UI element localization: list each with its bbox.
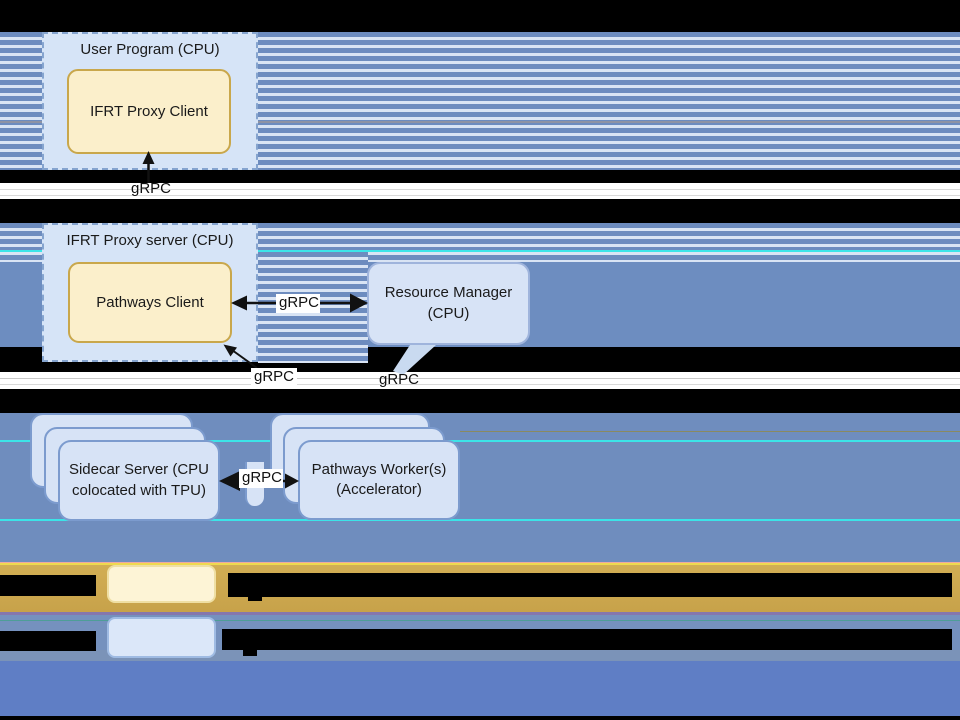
- grpc-label-sidecar-workers: gRPC: [239, 469, 283, 488]
- bg-hairline: [0, 189, 960, 190]
- pathways-workers-box: Pathways Worker(s) (Accelerator): [298, 440, 460, 520]
- grpc-label-rm: gRPC: [378, 371, 419, 388]
- bg-band-white-2: [0, 372, 960, 389]
- bg-teal-line: [0, 620, 960, 621]
- ifrt-proxy-client-label: IFRT Proxy Client: [90, 103, 208, 120]
- bg-band-gray-blue: [0, 650, 960, 661]
- pathways-client-label: Pathways Client: [96, 294, 204, 311]
- grpc-label-proxy-client: gRPC: [130, 180, 171, 197]
- ifrt-proxy-client-box: IFRT Proxy Client: [67, 69, 231, 154]
- user-program-title: User Program (CPU): [80, 41, 220, 58]
- bg-purple-line: [0, 612, 960, 615]
- redacted-text-bar: [0, 575, 96, 596]
- bg-gray-line: [0, 121, 960, 123]
- legend-swatch-blue: [107, 617, 216, 658]
- sidecar-server-label: Sidecar Server (CPU colocated with TPU): [68, 461, 210, 499]
- pathways-workers-label: Pathways Worker(s) (Accelerator): [311, 460, 447, 498]
- legend-swatch-yellow: [107, 565, 216, 603]
- bg-hairline: [0, 384, 960, 385]
- bg-band-black-3: [0, 199, 960, 223]
- redacted-text-bar: [248, 597, 262, 601]
- bg-cyan-artifact-line: [0, 440, 960, 442]
- bg-pink-line: [0, 562, 960, 563]
- bg-band-black-2: [0, 170, 960, 183]
- pathways-client-box: Pathways Client: [68, 262, 232, 343]
- bg-hairline: [0, 378, 960, 379]
- ifrt-proxy-server-title: IFRT Proxy server (CPU): [66, 232, 234, 249]
- redacted-text-bar: [222, 629, 952, 650]
- bg-band-top-black: [0, 0, 960, 32]
- grpc-label-proxy-server: gRPC: [251, 368, 297, 387]
- redacted-text-bar: [228, 573, 952, 597]
- bg-band-bottom-black: [0, 716, 960, 720]
- bg-cyan-artifact-line: [0, 250, 960, 252]
- grpc-label-rm-client: gRPC: [276, 294, 320, 313]
- bg-band-black-5: [0, 389, 960, 413]
- redacted-text-bar: [243, 650, 257, 656]
- bg-hairline: [0, 195, 960, 196]
- bg-band-bottom-blue: [0, 661, 960, 716]
- resource-manager-box: Resource Manager (CPU): [367, 262, 530, 345]
- bg-yellow-line: [0, 563, 960, 565]
- bg-olive-line: [460, 431, 960, 432]
- bg-cyan-artifact-line: [0, 519, 960, 521]
- resource-manager-label: Resource Manager (CPU): [384, 284, 513, 322]
- redacted-text-bar: [0, 631, 96, 651]
- sidecar-server-box: Sidecar Server (CPU colocated with TPU): [58, 440, 220, 521]
